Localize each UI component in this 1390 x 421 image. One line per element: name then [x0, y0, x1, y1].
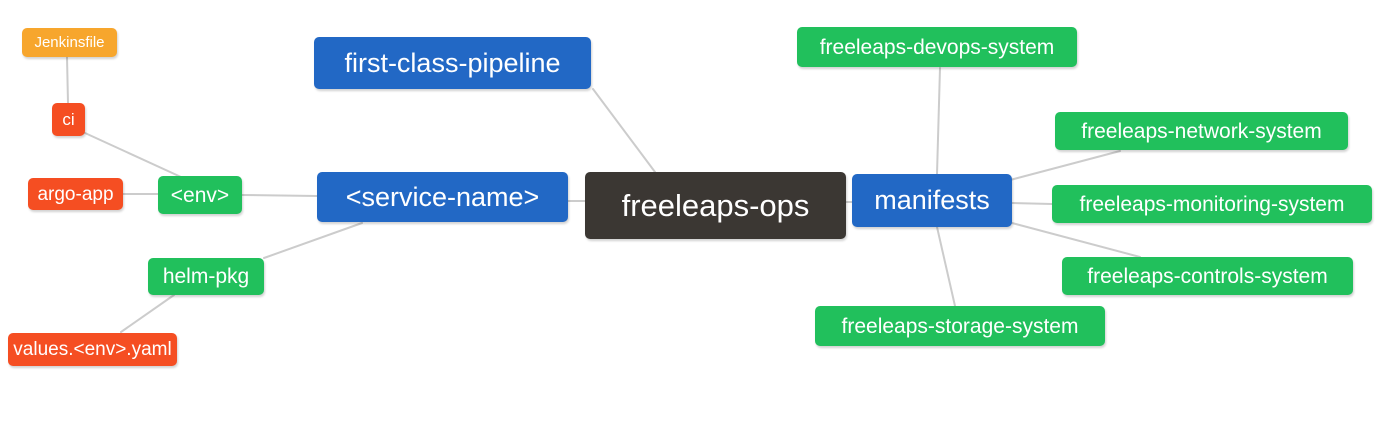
node-argo-app[interactable]: argo-app: [28, 178, 123, 210]
edge-manifests-network: [1009, 150, 1121, 181]
node-monitoring-system[interactable]: freeleaps-monitoring-system: [1052, 185, 1372, 223]
node-storage-system[interactable]: freeleaps-storage-system: [815, 306, 1105, 346]
edge-jenkinsfile-ci: [66, 56, 69, 104]
edge-ci-env: [84, 132, 182, 178]
node-service-name[interactable]: <service-name>: [317, 172, 568, 222]
node-controls-system[interactable]: freeleaps-controls-system: [1062, 257, 1353, 295]
node-ci[interactable]: ci: [52, 103, 85, 136]
edge-pipeline-freeleaps-ops: [592, 88, 656, 173]
node-jenkinsfile[interactable]: Jenkinsfile: [22, 28, 117, 57]
node-first-class-pipeline[interactable]: first-class-pipeline: [314, 37, 591, 89]
edge-manifests-devops: [936, 67, 941, 175]
edge-env-service-name: [241, 194, 318, 197]
edge-service-name-helm-pkg: [263, 222, 363, 259]
node-manifests[interactable]: manifests: [852, 174, 1012, 227]
edge-manifests-storage: [936, 226, 956, 307]
edge-manifests-monitoring: [1011, 202, 1053, 205]
node-freeleaps-ops-root[interactable]: freeleaps-ops: [585, 172, 846, 239]
node-network-system[interactable]: freeleaps-network-system: [1055, 112, 1348, 150]
edge-manifests-controls: [1011, 222, 1141, 258]
node-values-env-yaml[interactable]: values.<env>.yaml: [8, 333, 177, 366]
node-helm-pkg[interactable]: helm-pkg: [148, 258, 264, 295]
node-devops-system[interactable]: freeleaps-devops-system: [797, 27, 1077, 67]
node-env[interactable]: <env>: [158, 176, 242, 214]
edge-helm-pkg-values: [120, 294, 175, 333]
